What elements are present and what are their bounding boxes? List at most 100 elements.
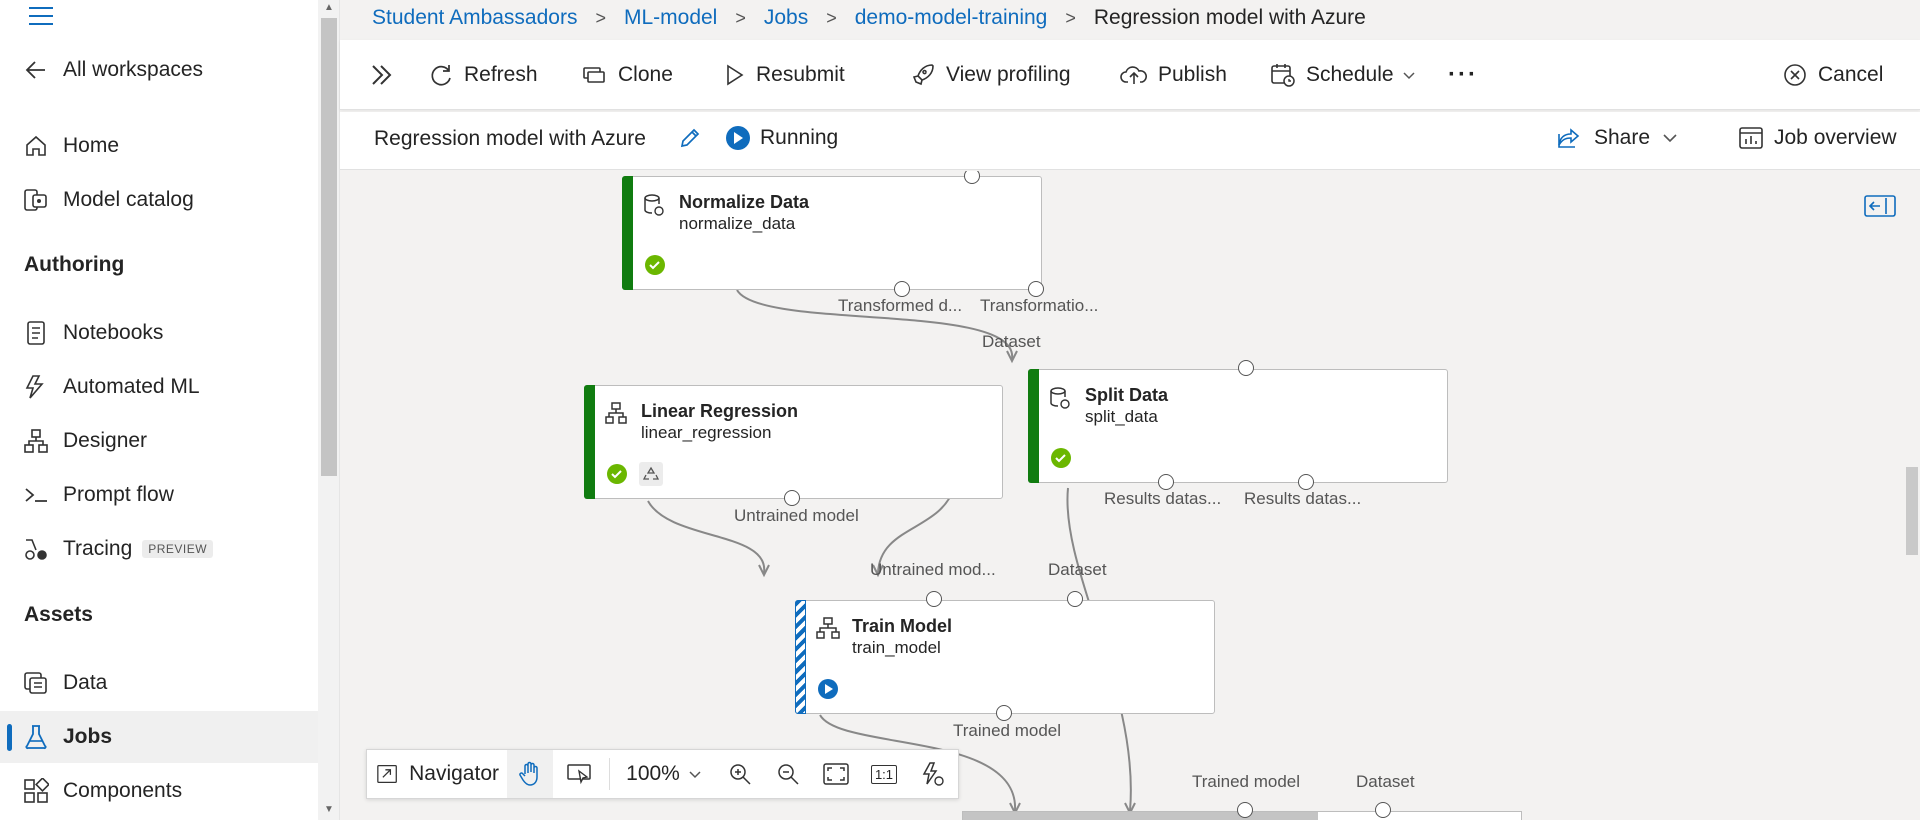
hand-icon [519, 761, 538, 786]
chevron-right-icon: > [826, 7, 837, 28]
port-label: Transformatio... [980, 296, 1099, 315]
more-options-button[interactable]: ··· [1448, 40, 1478, 110]
view-profiling-label: View profiling [946, 63, 1071, 86]
zoom-level-value: 100% [626, 762, 680, 785]
canvas-scrollbar-thumb[interactable] [1906, 467, 1918, 555]
sidebar-item-prompt-flow[interactable]: Prompt flow [0, 469, 318, 521]
node-linear-regression[interactable]: Linear Regression linear_regression [584, 385, 1003, 499]
node-subtitle: split_data [1085, 407, 1158, 426]
publish-button[interactable]: Publish [1120, 40, 1227, 110]
train-model-icon [816, 617, 840, 644]
success-check-icon [607, 464, 627, 489]
preview-badge: PREVIEW [142, 540, 214, 559]
edge-train-to-score [819, 714, 1017, 812]
components-icon [22, 777, 50, 805]
navigator-toolbar: Navigator 100% 1:1 [366, 749, 959, 799]
sidebar-item-jobs[interactable]: Jobs [0, 711, 318, 763]
sidebar-item-label: Components [63, 779, 183, 802]
data-transform-icon [1049, 386, 1071, 415]
refresh-button[interactable]: Refresh [428, 40, 538, 110]
sidebar-item-all-workspaces[interactable]: All workspaces [0, 44, 318, 96]
zoom-out-icon [778, 764, 799, 785]
node-status-bar [584, 385, 595, 499]
sidebar-item-label: Jobs [63, 725, 113, 748]
node-normalize-data[interactable]: Normalize Data normalize_data [622, 176, 1042, 290]
home-icon [22, 132, 50, 160]
reuse-recycle-icon [639, 462, 663, 486]
auto-layout-button[interactable] [909, 750, 955, 798]
clone-label: Clone [618, 63, 673, 86]
sidebar-item-notebooks[interactable]: Notebooks [0, 307, 318, 359]
job-overview-label: Job overview [1774, 126, 1897, 149]
output-port[interactable] [1028, 281, 1044, 297]
pan-tool-button[interactable] [507, 750, 553, 798]
sidebar-item-label: Data [63, 671, 108, 694]
input-port[interactable] [926, 591, 942, 607]
chevron-down-icon [1403, 72, 1415, 80]
sidebar-item-tracing[interactable]: Tracing PREVIEW [0, 523, 318, 575]
sidebar-item-home[interactable]: Home [0, 120, 318, 172]
collapse-panel-icon[interactable] [1864, 195, 1896, 222]
zoom-level-dropdown[interactable]: 100% [619, 750, 709, 798]
sidebar-scrollbar[interactable]: ▲ ▼ [318, 0, 340, 820]
resubmit-button[interactable]: Resubmit [722, 40, 845, 110]
share-button[interactable]: Share [1556, 126, 1678, 150]
node-title: Split Data [1085, 385, 1169, 405]
edge-linear-to-train [647, 500, 766, 574]
input-port[interactable] [1067, 591, 1083, 607]
node-train-model[interactable]: Train Model train_model [795, 600, 1215, 714]
algorithm-tree-icon [605, 402, 627, 429]
view-profiling-button[interactable]: View profiling [910, 40, 1071, 110]
job-title: Regression model with Azure [374, 127, 646, 150]
select-tool-button[interactable] [557, 750, 603, 798]
sidebar-item-model-catalog[interactable]: Model catalog [0, 174, 318, 226]
output-port[interactable] [996, 705, 1012, 721]
sidebar-item-label: Prompt flow [63, 483, 174, 506]
sidebar-item-components[interactable]: Components [0, 765, 318, 817]
sidebar-item-label: Automated ML [63, 375, 200, 398]
hamburger-menu-icon[interactable] [28, 6, 54, 31]
output-port[interactable] [1158, 474, 1174, 490]
double-chevron-right-icon [372, 65, 392, 85]
sidebar-item-label: Designer [63, 429, 148, 452]
actual-size-button[interactable]: 1:1 [861, 750, 907, 798]
input-port[interactable] [964, 171, 980, 184]
schedule-button[interactable]: Schedule [1270, 40, 1416, 110]
sidebar-item-automated-ml[interactable]: Automated ML [0, 361, 318, 413]
expand-button[interactable] [368, 40, 406, 110]
breadcrumb-link[interactable]: demo-model-training [854, 6, 1048, 29]
sidebar-item-label: Tracing [63, 537, 133, 560]
sidebar-item-designer[interactable]: Designer [0, 415, 318, 467]
breadcrumb-link[interactable]: ML-model [623, 6, 718, 29]
navigator-button[interactable]: Navigator [373, 750, 499, 798]
node-split-data[interactable]: Split Data split_data [1028, 369, 1448, 483]
node-running-bar [795, 600, 806, 714]
breadcrumb-link[interactable]: Jobs [763, 6, 809, 29]
close-circle-icon [1784, 64, 1806, 86]
job-overview-button[interactable]: Job overview [1738, 126, 1897, 150]
input-port[interactable] [1237, 802, 1253, 818]
job-header: Regression model with Azure Running Shar… [340, 112, 1920, 170]
edge-arrow [758, 564, 770, 578]
output-port[interactable] [1298, 474, 1314, 490]
zoom-in-button[interactable] [717, 750, 763, 798]
edit-pencil-icon[interactable] [678, 126, 702, 155]
output-port[interactable] [784, 490, 800, 506]
scrollbar-thumb[interactable] [321, 18, 337, 476]
pipeline-canvas[interactable]: Normalize Data normalize_data Transforme… [340, 171, 1920, 820]
input-port[interactable] [1375, 802, 1391, 818]
scroll-down-icon[interactable]: ▼ [324, 804, 334, 815]
zoom-out-button[interactable] [765, 750, 811, 798]
fit-to-screen-button[interactable] [813, 750, 859, 798]
output-port[interactable] [894, 281, 910, 297]
node-subtitle: train_model [852, 638, 941, 657]
automated-ml-icon [22, 373, 50, 401]
left-navigation: All workspaces Home Model catalog Author… [0, 0, 318, 820]
scroll-up-icon[interactable]: ▲ [324, 2, 334, 13]
cancel-button[interactable]: Cancel [1782, 40, 1883, 110]
breadcrumb-link[interactable]: Student Ambassadors [372, 6, 578, 29]
sidebar-item-data[interactable]: Data [0, 657, 318, 709]
input-port[interactable] [1238, 360, 1254, 376]
clone-button[interactable]: Clone [582, 40, 673, 110]
minimap-icon [377, 764, 397, 784]
